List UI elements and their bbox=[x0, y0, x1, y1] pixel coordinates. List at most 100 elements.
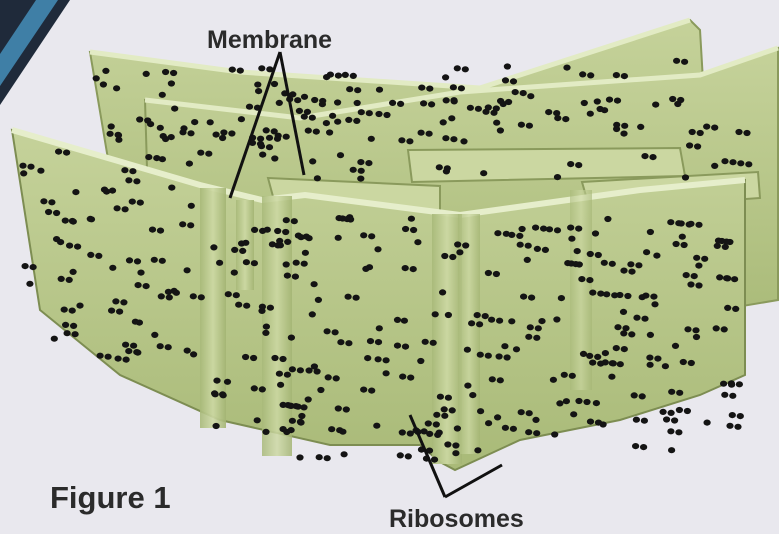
ribosome-dot bbox=[383, 357, 390, 363]
ribosome-dot bbox=[578, 276, 585, 282]
ribosome-dot bbox=[402, 265, 409, 271]
ribosome-dot bbox=[168, 80, 175, 86]
ribosome-dot bbox=[563, 398, 570, 404]
ribosome-dot bbox=[469, 392, 476, 398]
ribosome-dot bbox=[228, 130, 235, 136]
ribosome-dot bbox=[305, 396, 312, 402]
ribosome-dot bbox=[383, 370, 390, 376]
ribosome-dot bbox=[263, 127, 270, 133]
ribosome-dot bbox=[151, 257, 158, 263]
ribosome-dot bbox=[540, 226, 547, 232]
ribosome-dot bbox=[190, 351, 197, 357]
ribosome-dot bbox=[441, 253, 448, 259]
ribosome-dot bbox=[302, 250, 309, 256]
ribosome-dot bbox=[711, 163, 718, 169]
ribosome-dot bbox=[587, 251, 594, 257]
ribosome-dot bbox=[581, 100, 588, 106]
ribosome-dot bbox=[333, 375, 340, 381]
ribosome-dot bbox=[462, 242, 469, 248]
ribosome-dot bbox=[166, 294, 173, 300]
ribosome-dot bbox=[284, 273, 291, 279]
ribosome-dot bbox=[277, 382, 284, 388]
ribosome-dot bbox=[311, 97, 318, 103]
ribosome-dot bbox=[575, 162, 582, 168]
ribosome-dot bbox=[115, 132, 122, 138]
ribosome-dot bbox=[496, 353, 503, 359]
ribosome-dot bbox=[704, 420, 711, 426]
ribosome-dot bbox=[729, 159, 736, 165]
ribosome-dot bbox=[673, 241, 680, 247]
ribosome-dot bbox=[197, 150, 204, 156]
ribosome-dot bbox=[122, 342, 129, 348]
ribosome-dot bbox=[641, 316, 648, 322]
ribosome-dot bbox=[37, 168, 44, 174]
ribosome-dot bbox=[646, 355, 653, 361]
ribosome-dot bbox=[145, 154, 152, 160]
ribosome-dot bbox=[680, 359, 687, 365]
ribosome-dot bbox=[179, 129, 186, 135]
ribosome-dot bbox=[238, 240, 245, 246]
ribosome-dot bbox=[288, 427, 295, 433]
ribosome-dot bbox=[452, 442, 459, 448]
ribosome-dot bbox=[264, 227, 271, 233]
ribosome-dot bbox=[375, 111, 382, 117]
ribosome-dot bbox=[737, 413, 744, 419]
ribosome-dot bbox=[667, 428, 674, 434]
ribosome-dot bbox=[137, 270, 144, 276]
ribosome-dot bbox=[681, 242, 688, 248]
ribosome-dot bbox=[29, 264, 36, 270]
ribosome-dot bbox=[314, 175, 321, 181]
ribosome-dot bbox=[362, 266, 369, 272]
ribosome-dot bbox=[53, 210, 60, 216]
ribosome-dot bbox=[624, 293, 631, 299]
ribosome-dot bbox=[313, 129, 320, 135]
ribosome-dot bbox=[301, 261, 308, 267]
ribosome-dot bbox=[723, 239, 730, 245]
ribosome-dot bbox=[614, 98, 621, 104]
ribosome-dot bbox=[297, 420, 304, 426]
ribosome-dot bbox=[55, 149, 62, 155]
ribosome-dot bbox=[731, 276, 738, 282]
ribosome-dot bbox=[613, 345, 620, 351]
ribosome-dot bbox=[551, 431, 558, 437]
ribosome-dot bbox=[567, 225, 574, 231]
ribosome-dot bbox=[291, 218, 298, 224]
ribosome-dot bbox=[431, 457, 438, 463]
ribosome-dot bbox=[324, 328, 331, 334]
ribosome-dot bbox=[558, 295, 565, 301]
ribosome-dot bbox=[436, 430, 443, 436]
ribosome-dot bbox=[357, 159, 364, 165]
ribosome-dot bbox=[107, 131, 114, 137]
ribosome-dot bbox=[297, 367, 304, 373]
ribosome-dot bbox=[532, 417, 539, 423]
ribosome-dot bbox=[614, 324, 621, 330]
ribosome-dot bbox=[441, 406, 448, 412]
ribosome-dot bbox=[187, 222, 194, 228]
ribosome-dot bbox=[262, 429, 269, 435]
ribosome-dot bbox=[22, 263, 29, 269]
ribosome-dot bbox=[675, 220, 682, 226]
ribosome-dot bbox=[159, 92, 166, 98]
ribosome-dot bbox=[345, 117, 352, 123]
ribosome-dot bbox=[102, 68, 109, 74]
ribosome-dot bbox=[62, 322, 69, 328]
ribosome-dot bbox=[675, 429, 682, 435]
ribosome-dot bbox=[147, 121, 154, 127]
ribosome-dot bbox=[257, 141, 264, 147]
ribosome-dot bbox=[231, 247, 238, 253]
ribosome-dot bbox=[72, 189, 79, 195]
ribosome-dot bbox=[20, 170, 27, 176]
ribosome-dot bbox=[314, 368, 321, 374]
ribosome-dot bbox=[304, 109, 311, 115]
ribosome-dot bbox=[251, 227, 258, 233]
ribosome-dot bbox=[279, 356, 286, 362]
ribosome-dot bbox=[295, 404, 302, 410]
ribosome-dot bbox=[649, 154, 656, 160]
ribosome-dot bbox=[672, 343, 679, 349]
ribosome-dot bbox=[464, 347, 471, 353]
ribosome-dot bbox=[45, 209, 52, 215]
ribosome-dot bbox=[567, 161, 574, 167]
ribosome-dot bbox=[474, 447, 481, 453]
ribosome-dot bbox=[580, 351, 587, 357]
ribosome-dot bbox=[724, 275, 731, 281]
